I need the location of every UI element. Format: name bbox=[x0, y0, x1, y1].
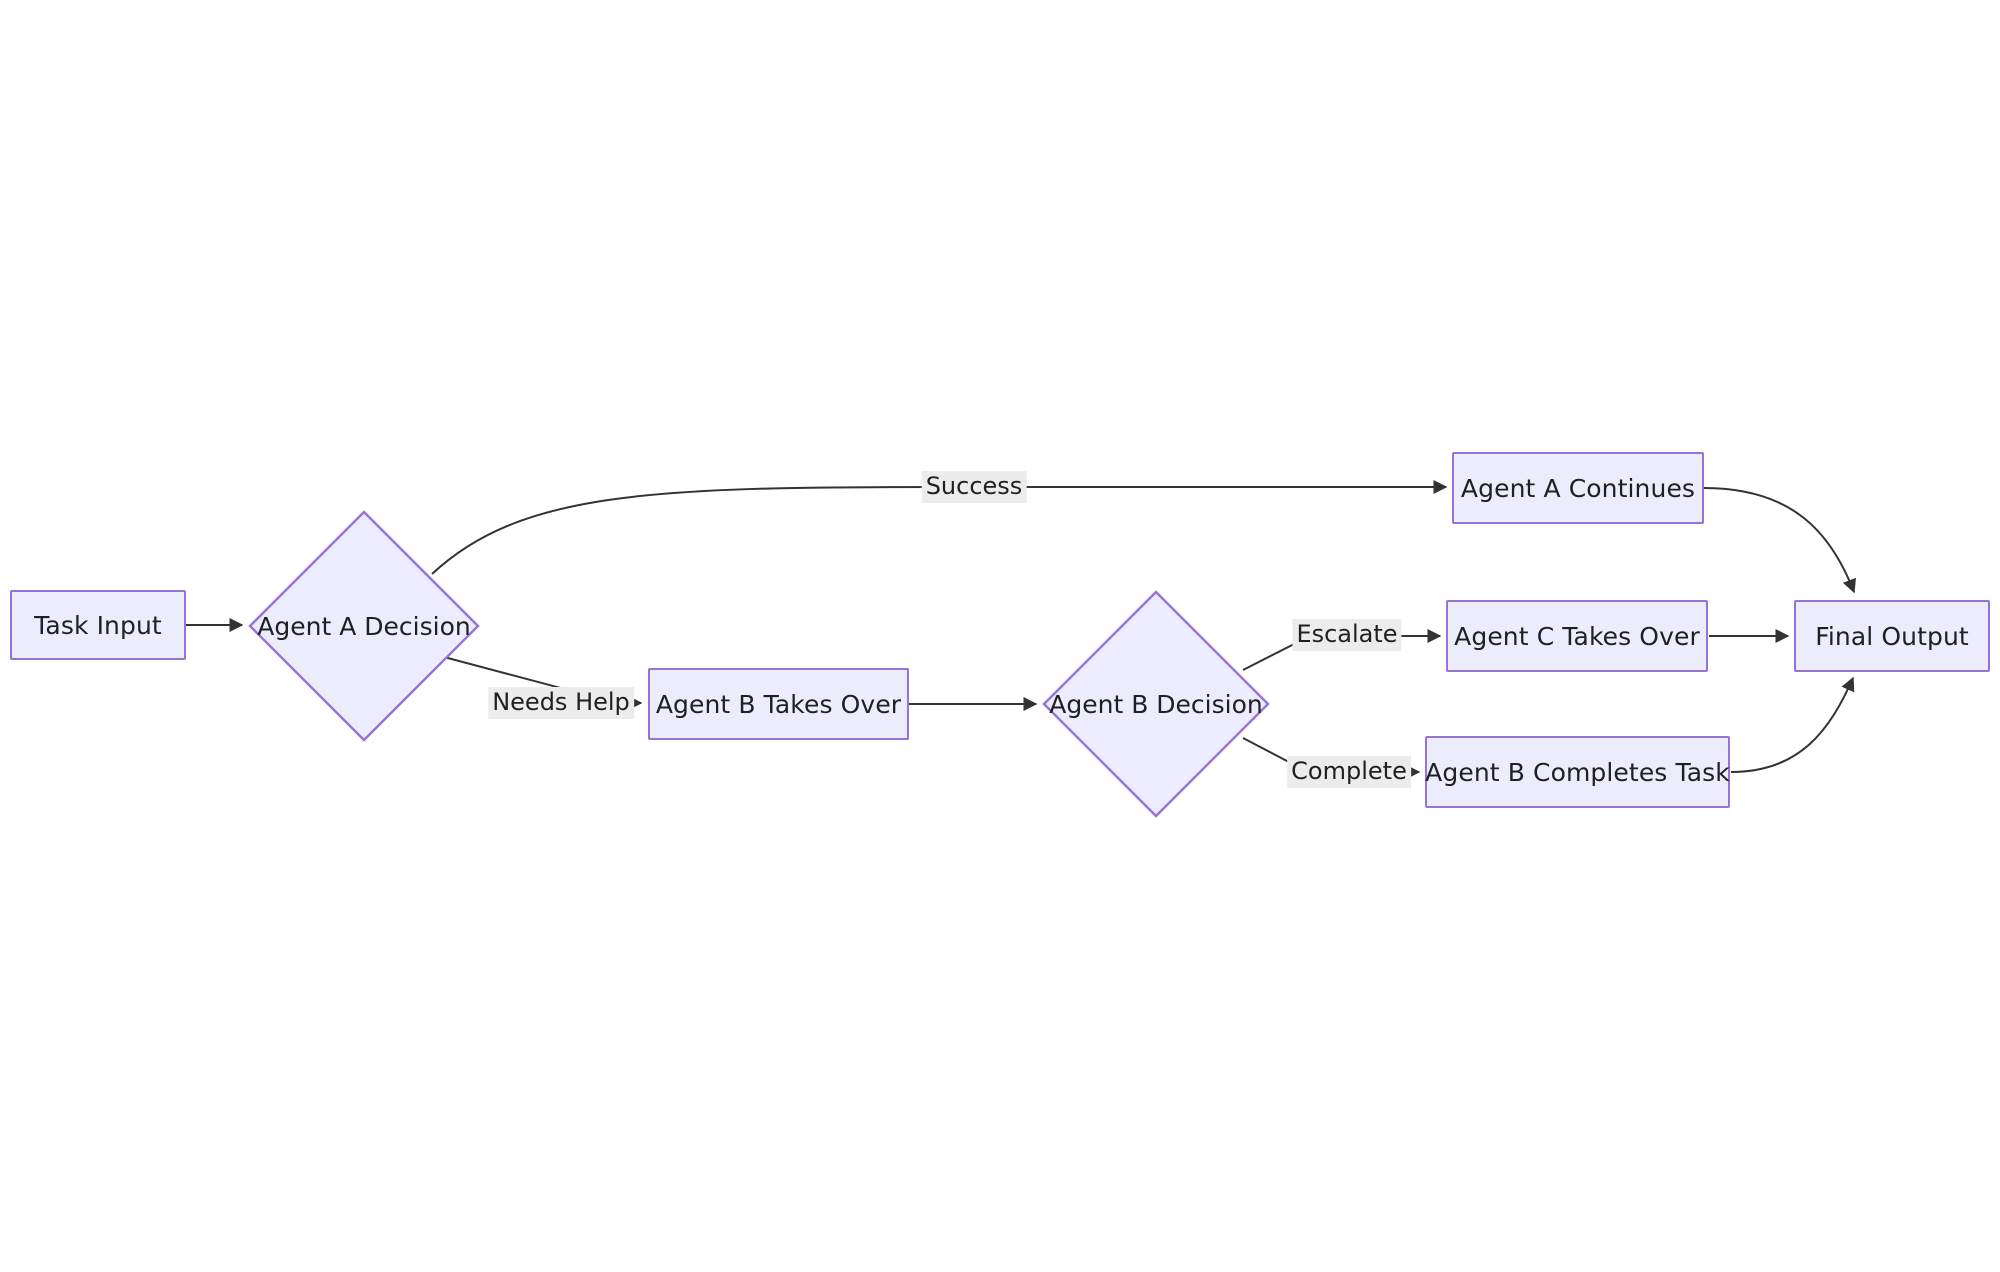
diamond-shape-agent-a bbox=[248, 510, 480, 742]
node-agent-c-takes-over-label: Agent C Takes Over bbox=[1454, 621, 1700, 651]
node-final-output-label: Final Output bbox=[1815, 621, 1969, 651]
node-agent-b-completes-task[interactable]: Agent B Completes Task bbox=[1425, 736, 1730, 808]
node-agent-c-takes-over[interactable]: Agent C Takes Over bbox=[1446, 600, 1708, 672]
edge-label-needs-help: Needs Help bbox=[488, 687, 634, 719]
edge-label-success: Success bbox=[921, 471, 1027, 503]
node-agent-b-decision-label: Agent B Decision bbox=[1049, 689, 1263, 719]
node-task-input-label: Task Input bbox=[34, 610, 162, 640]
diamond-shape-agent-b bbox=[1042, 590, 1270, 818]
node-final-output[interactable]: Final Output bbox=[1794, 600, 1990, 672]
node-agent-a-continues[interactable]: Agent A Continues bbox=[1452, 452, 1704, 524]
node-agent-b-decision[interactable]: Agent B Decision bbox=[1042, 590, 1270, 818]
edge-agent-b-completes-to-final-output bbox=[1730, 676, 1855, 773]
node-agent-b-takes-over[interactable]: Agent B Takes Over bbox=[648, 668, 909, 740]
node-agent-a-decision[interactable]: Agent A Decision bbox=[248, 510, 480, 742]
node-agent-b-completes-task-label: Agent B Completes Task bbox=[1425, 757, 1730, 787]
edge-label-complete: Complete bbox=[1287, 756, 1411, 788]
edge-label-escalate: Escalate bbox=[1292, 619, 1402, 651]
node-agent-b-takes-over-label: Agent B Takes Over bbox=[655, 689, 902, 719]
node-agent-a-continues-label: Agent A Continues bbox=[1460, 473, 1696, 503]
node-task-input[interactable]: Task Input bbox=[10, 590, 186, 660]
node-agent-a-decision-label: Agent A Decision bbox=[257, 611, 471, 641]
edge-agent-a-continues-to-final-output bbox=[1703, 487, 1856, 594]
